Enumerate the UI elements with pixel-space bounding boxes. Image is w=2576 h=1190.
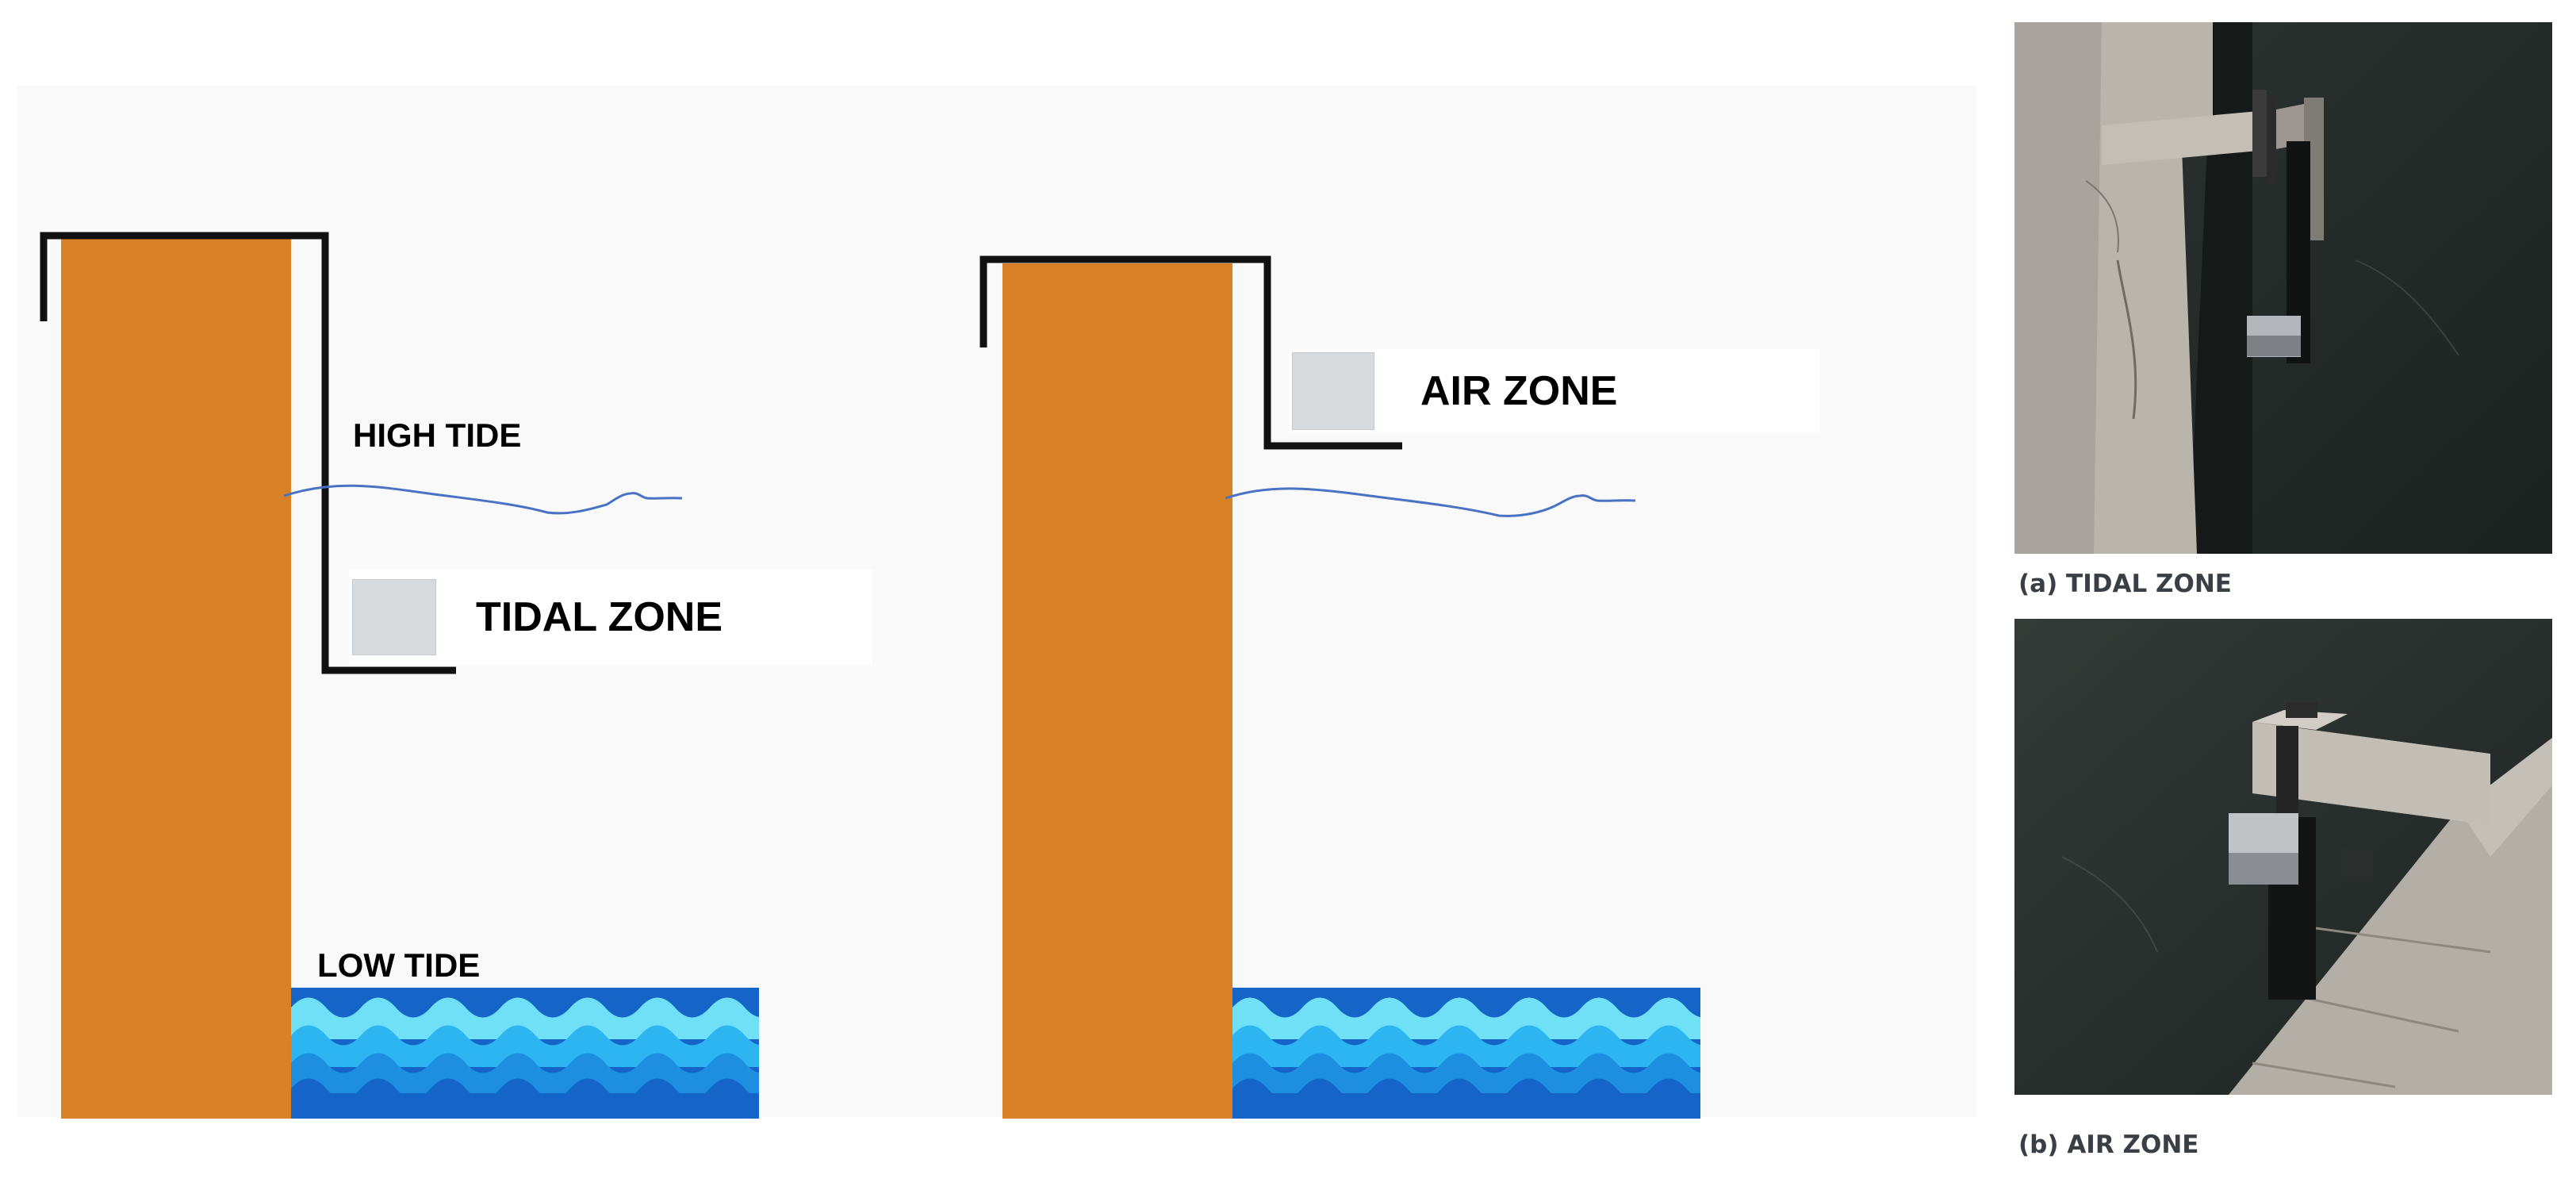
- quay-wall-left: [61, 238, 291, 1119]
- air-zone-label: AIR ZONE: [1420, 367, 1618, 414]
- sample-block-air: [1292, 351, 1374, 430]
- air-zone-photo-image: [2014, 619, 2552, 1095]
- low-tide-label: LOW TIDE: [317, 946, 481, 984]
- tidal-zone-label: TIDAL ZONE: [476, 594, 723, 640]
- tidal-zone-caption: (a) TIDAL ZONE: [2018, 570, 2232, 598]
- quay-wall-right: [1002, 263, 1232, 1119]
- sample-block-tidal: [352, 579, 436, 655]
- high-tide-waterline-right: [1225, 487, 1636, 517]
- air-zone-label-box: AIR ZONE: [1289, 349, 1820, 432]
- high-tide-waterline-left: [283, 484, 683, 515]
- low-tide-waves-left: [291, 988, 759, 1119]
- mounting-bracket-right: [979, 255, 1402, 450]
- mounting-bracket-left: [40, 232, 456, 674]
- tidal-zone-photo: [2014, 22, 2552, 554]
- tidal-zone-photo-image: [2014, 22, 2552, 554]
- high-tide-label: HIGH TIDE: [353, 416, 522, 454]
- tidal-zone-label-box: TIDAL ZONE: [349, 570, 872, 665]
- air-zone-photo: [2014, 619, 2552, 1095]
- diagram-panel-background: [17, 86, 1976, 1117]
- low-tide-waves-right: [1232, 988, 1700, 1119]
- air-zone-caption: (b) AIR ZONE: [2018, 1130, 2199, 1159]
